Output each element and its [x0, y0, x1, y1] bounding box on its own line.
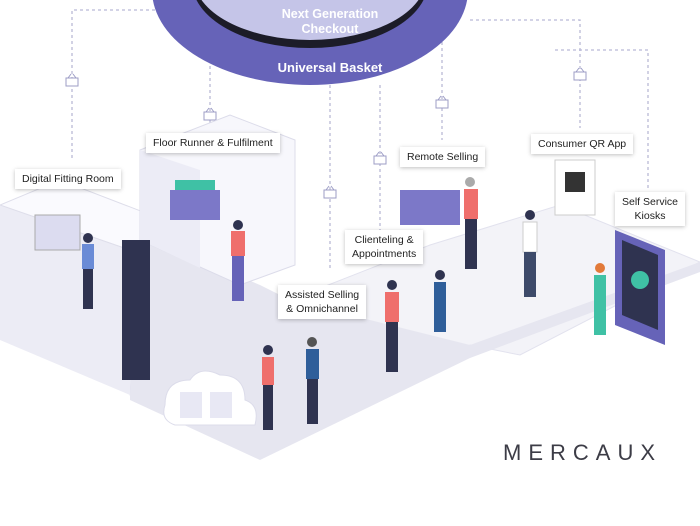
label-consumer-qr-app: Consumer QR App: [531, 134, 634, 154]
remote-counter: [400, 190, 460, 225]
label-line: Self Service: [622, 196, 679, 208]
basket-icon: [373, 151, 387, 165]
basket-icons: [65, 67, 587, 199]
label-line: Assisted Selling: [285, 289, 360, 301]
label-floor-runner: Floor Runner & Fulfilment: [146, 133, 280, 153]
mercaux-logo: MERCAUX: [503, 440, 663, 465]
label-self-service-kiosks: Self Service Kiosks: [615, 192, 686, 226]
checkout-label-line1: Next Generation: [281, 7, 379, 21]
basket-icon: [573, 67, 587, 81]
basket-icon: [65, 73, 79, 87]
checkout-label-line2: Checkout: [301, 22, 359, 36]
basket-icon: [203, 107, 217, 121]
fitting-curtain: [122, 240, 150, 380]
label-line: Kiosks: [634, 210, 666, 222]
checkout-ring: [201, 0, 419, 40]
label-clienteling: Clienteling & Appointments: [345, 230, 424, 264]
label-assisted-selling: Assisted Selling & Omnichannel: [278, 285, 367, 319]
people: [82, 177, 606, 430]
universal-basket-label: Universal Basket: [277, 60, 383, 75]
basket-icon: [435, 95, 449, 109]
label-line: Appointments: [352, 248, 417, 260]
label-line: Clienteling &: [354, 234, 414, 246]
label-remote-selling: Remote Selling: [400, 147, 486, 167]
label-digital-fitting-room: Digital Fitting Room: [15, 169, 121, 189]
label-line: & Omnichannel: [286, 303, 358, 315]
basket-icon: [323, 185, 337, 199]
